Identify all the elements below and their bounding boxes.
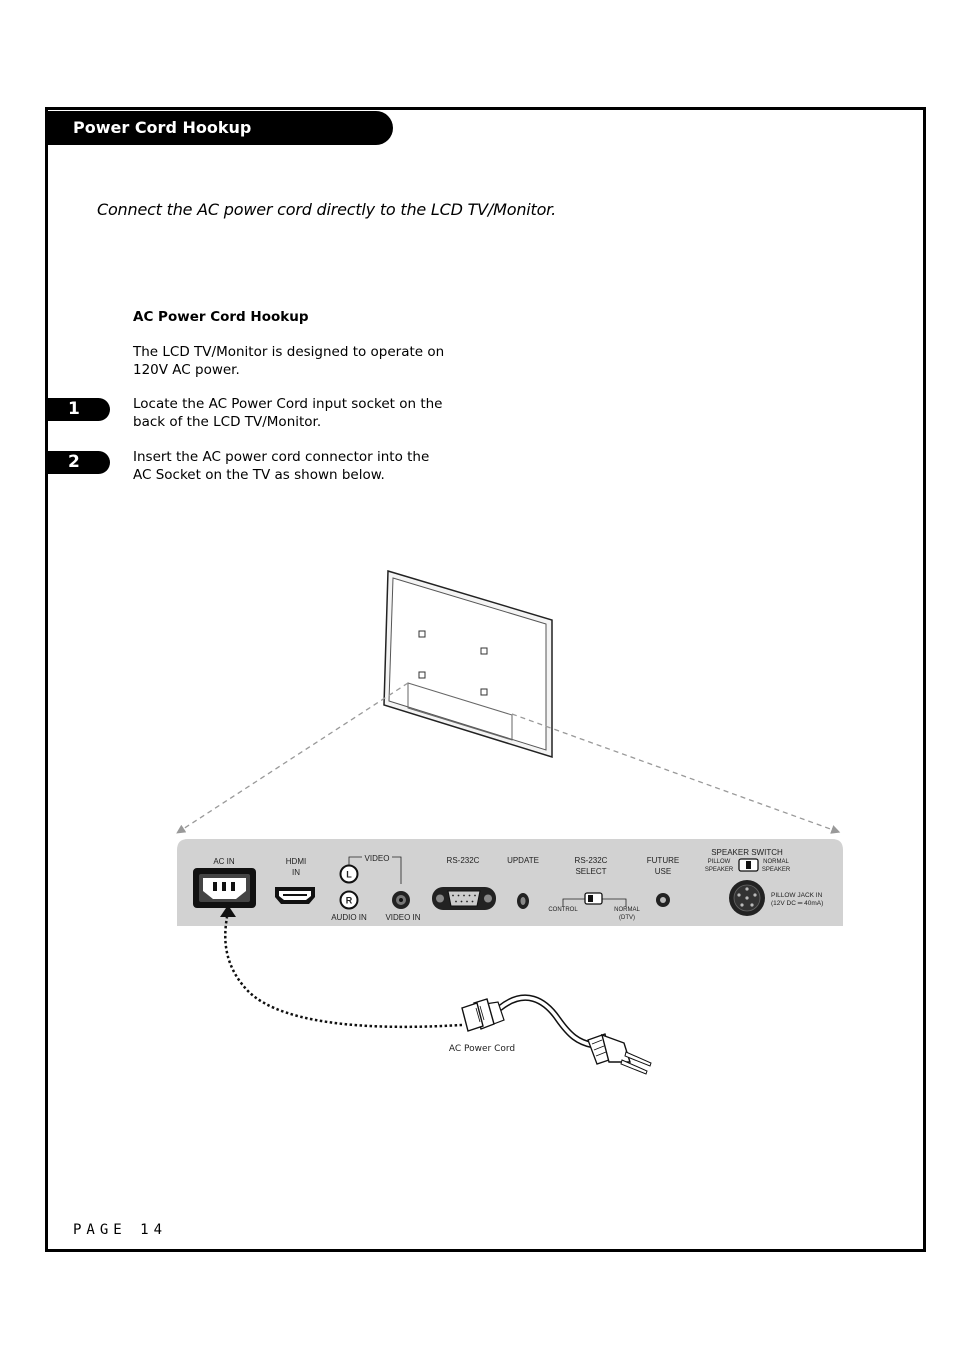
intro-text: Connect the AC power cord directly to th…	[97, 200, 556, 219]
rs232c-label: RS-232C	[447, 856, 480, 865]
rs232c-select-label-line-1: RS-232C	[575, 856, 608, 865]
step-1-badge: 1	[47, 398, 110, 421]
mount-hole	[480, 688, 488, 696]
description: The LCD TV/Monitor is designed to operat…	[133, 344, 453, 379]
mount-hole	[480, 647, 488, 655]
insertion-arrow-icon	[220, 905, 236, 917]
hdmi-label-line-1: HDMI	[286, 857, 306, 866]
pillow-label: PILLOW	[708, 859, 731, 865]
pillow-jack-label: PILLOW JACK IN	[771, 892, 823, 899]
normal-label: NORMAL	[614, 907, 640, 913]
zoom-line-right	[511, 713, 841, 834]
cord-label: AC Power Cord	[449, 1044, 515, 1054]
mount-hole	[418, 630, 426, 638]
step-1-line-2: back of the LCD TV/Monitor.	[133, 413, 322, 430]
step-1-text: Locate the AC Power Cord input socket on…	[133, 396, 453, 431]
rs232c-select-switch	[584, 892, 603, 905]
step-2-line-1: Insert the AC power cord connector into …	[133, 449, 430, 465]
video-label: VIDEO	[365, 854, 390, 863]
step-2-badge: 2	[47, 451, 110, 474]
pillow-jack-connector	[729, 880, 765, 916]
svg-text:R: R	[346, 896, 353, 906]
update-port	[517, 893, 529, 909]
iec-connector	[461, 998, 505, 1032]
audio-r-jack: R	[339, 890, 359, 910]
video-in-label: VIDEO IN	[385, 913, 420, 922]
page-number: PAGE 14	[73, 1222, 168, 1238]
hdmi-label-line-2: IN	[292, 868, 300, 877]
step-1-line-1: Locate the AC Power Cord input socket on…	[133, 396, 443, 412]
update-label: UPDATE	[507, 856, 539, 865]
pillow-jack-spec: (12V DC ═ 40mA)	[771, 900, 823, 907]
ac-power-cord: AC Power Cord	[449, 994, 652, 1075]
subheading: AC Power Cord Hookup	[133, 309, 309, 325]
audio-l-jack: L	[339, 864, 359, 884]
tv-back-illustration	[383, 570, 553, 759]
normal-speaker-label-2: SPEAKER	[762, 867, 791, 873]
wall-plug	[587, 1033, 652, 1075]
mount-hole	[418, 671, 426, 679]
rs232c-port	[432, 887, 496, 910]
description-line-1: The LCD TV/Monitor is designed to operat…	[133, 344, 445, 360]
section-title: Power Cord Hookup	[47, 111, 393, 145]
future-use-port	[656, 893, 670, 907]
dtv-label: (DTV)	[619, 915, 635, 921]
connector-panel: AC IN HDMI IN VIDEO L R AUDIO IN	[177, 839, 843, 926]
future-use-label-line-2: USE	[655, 867, 671, 876]
insertion-path	[224, 916, 463, 1029]
ac-in-label: AC IN	[213, 857, 235, 866]
zoom-line-left	[176, 682, 409, 834]
ac-in-socket	[193, 868, 256, 908]
pillow-speaker-label: SPEAKER	[705, 867, 734, 873]
speaker-switch	[738, 858, 759, 872]
normal-speaker-label: NORMAL	[763, 859, 789, 865]
page-frame	[45, 107, 926, 1252]
audio-in-label: AUDIO IN	[331, 913, 367, 922]
control-label: CONTROL	[548, 907, 578, 913]
step-2-text: Insert the AC power cord connector into …	[133, 449, 453, 484]
speaker-switch-label: SPEAKER SWITCH	[711, 848, 783, 857]
hdmi-port	[275, 887, 315, 904]
rs232c-select-label-line-2: SELECT	[575, 867, 606, 876]
description-line-2: 120V AC power.	[133, 361, 240, 378]
step-2-line-2: AC Socket on the TV as shown below.	[133, 466, 385, 483]
video-in-jack	[392, 891, 410, 909]
future-use-label-line-1: FUTURE	[647, 856, 679, 865]
svg-text:L: L	[346, 870, 352, 880]
